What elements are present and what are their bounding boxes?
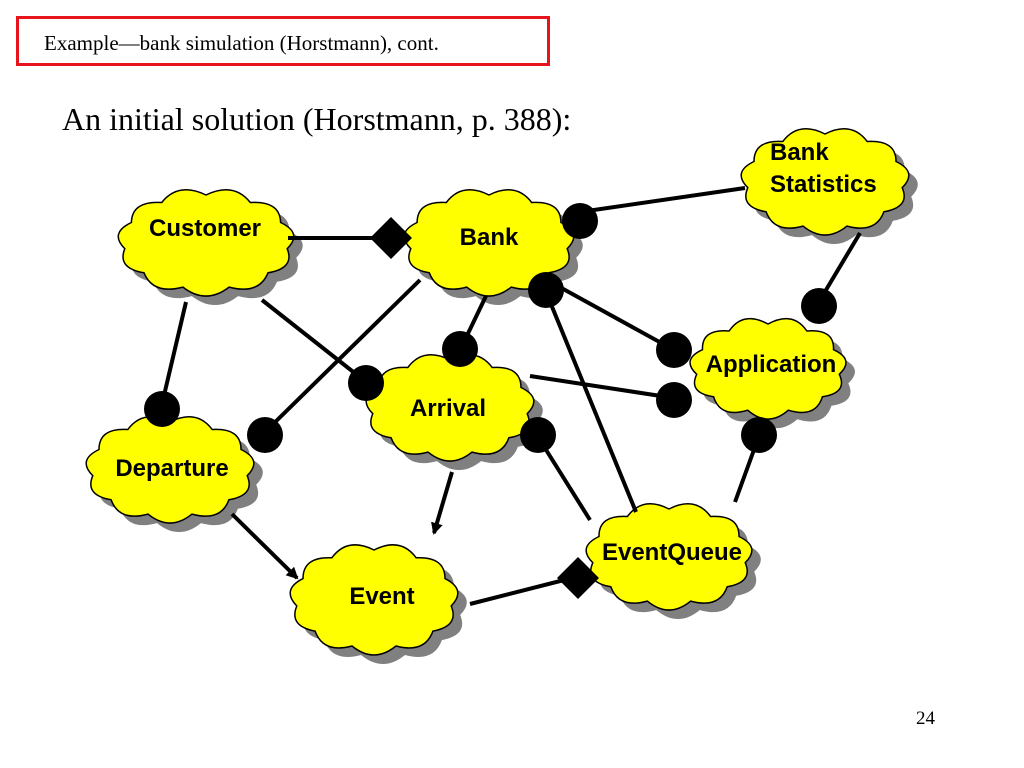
page-number: 24 (916, 708, 935, 729)
edge-customer-departure (160, 301, 188, 405)
cloud-application (689, 317, 855, 429)
association-dot (656, 382, 692, 418)
association-dot (247, 417, 283, 453)
cloud-customer (117, 189, 303, 306)
cloud-bank (403, 189, 583, 306)
association-dot (656, 332, 692, 368)
edge-customer-arrival (260, 298, 368, 384)
edge-eventqueue-arrival (536, 435, 592, 522)
edge-event-eventqueue (469, 576, 573, 606)
node-label-bank: Bank (460, 224, 519, 251)
cloud-bank-statistics (740, 128, 918, 245)
node-label-bank-statistics-2: Statistics (770, 171, 877, 198)
edge-arrival-application (529, 374, 675, 400)
aggregation-diamond (557, 557, 599, 599)
cloud-event (289, 544, 467, 664)
association-dot (348, 365, 384, 401)
edge-bank-statistics-bank (579, 186, 746, 214)
slide-subtitle: An initial solution (Horstmann, p. 388): (62, 101, 572, 137)
edge-bank-departure (263, 278, 422, 434)
edge-departure-event (230, 512, 299, 580)
edge-eventqueue-bank (544, 291, 638, 513)
node-label-application: Application (706, 351, 837, 378)
edge-bank-statistics-application (818, 231, 862, 302)
cloud-eventqueue (585, 503, 761, 620)
node-label-arrival: Arrival (410, 395, 486, 422)
node-label-bank-statistics-1: Bank (770, 139, 829, 166)
association-dot (562, 203, 598, 239)
node-label-departure: Departure (115, 455, 228, 482)
edge-arrival-event (431, 471, 454, 535)
cloud-departure (85, 416, 263, 533)
association-dot (528, 272, 564, 308)
aggregation-diamond (370, 217, 412, 259)
edge-application-bank (555, 283, 675, 352)
slide-title: Example—bank simulation (Horstmann), con… (44, 31, 439, 55)
node-label-eventqueue: EventQueue (602, 539, 742, 566)
association-dot (801, 288, 837, 324)
node-label-customer: Customer (149, 215, 261, 242)
slide-title-box (16, 16, 550, 66)
association-dot (442, 331, 478, 367)
association-dot (520, 417, 556, 453)
node-label-event: Event (349, 583, 414, 610)
association-dot (741, 417, 777, 453)
association-dot (144, 391, 180, 427)
